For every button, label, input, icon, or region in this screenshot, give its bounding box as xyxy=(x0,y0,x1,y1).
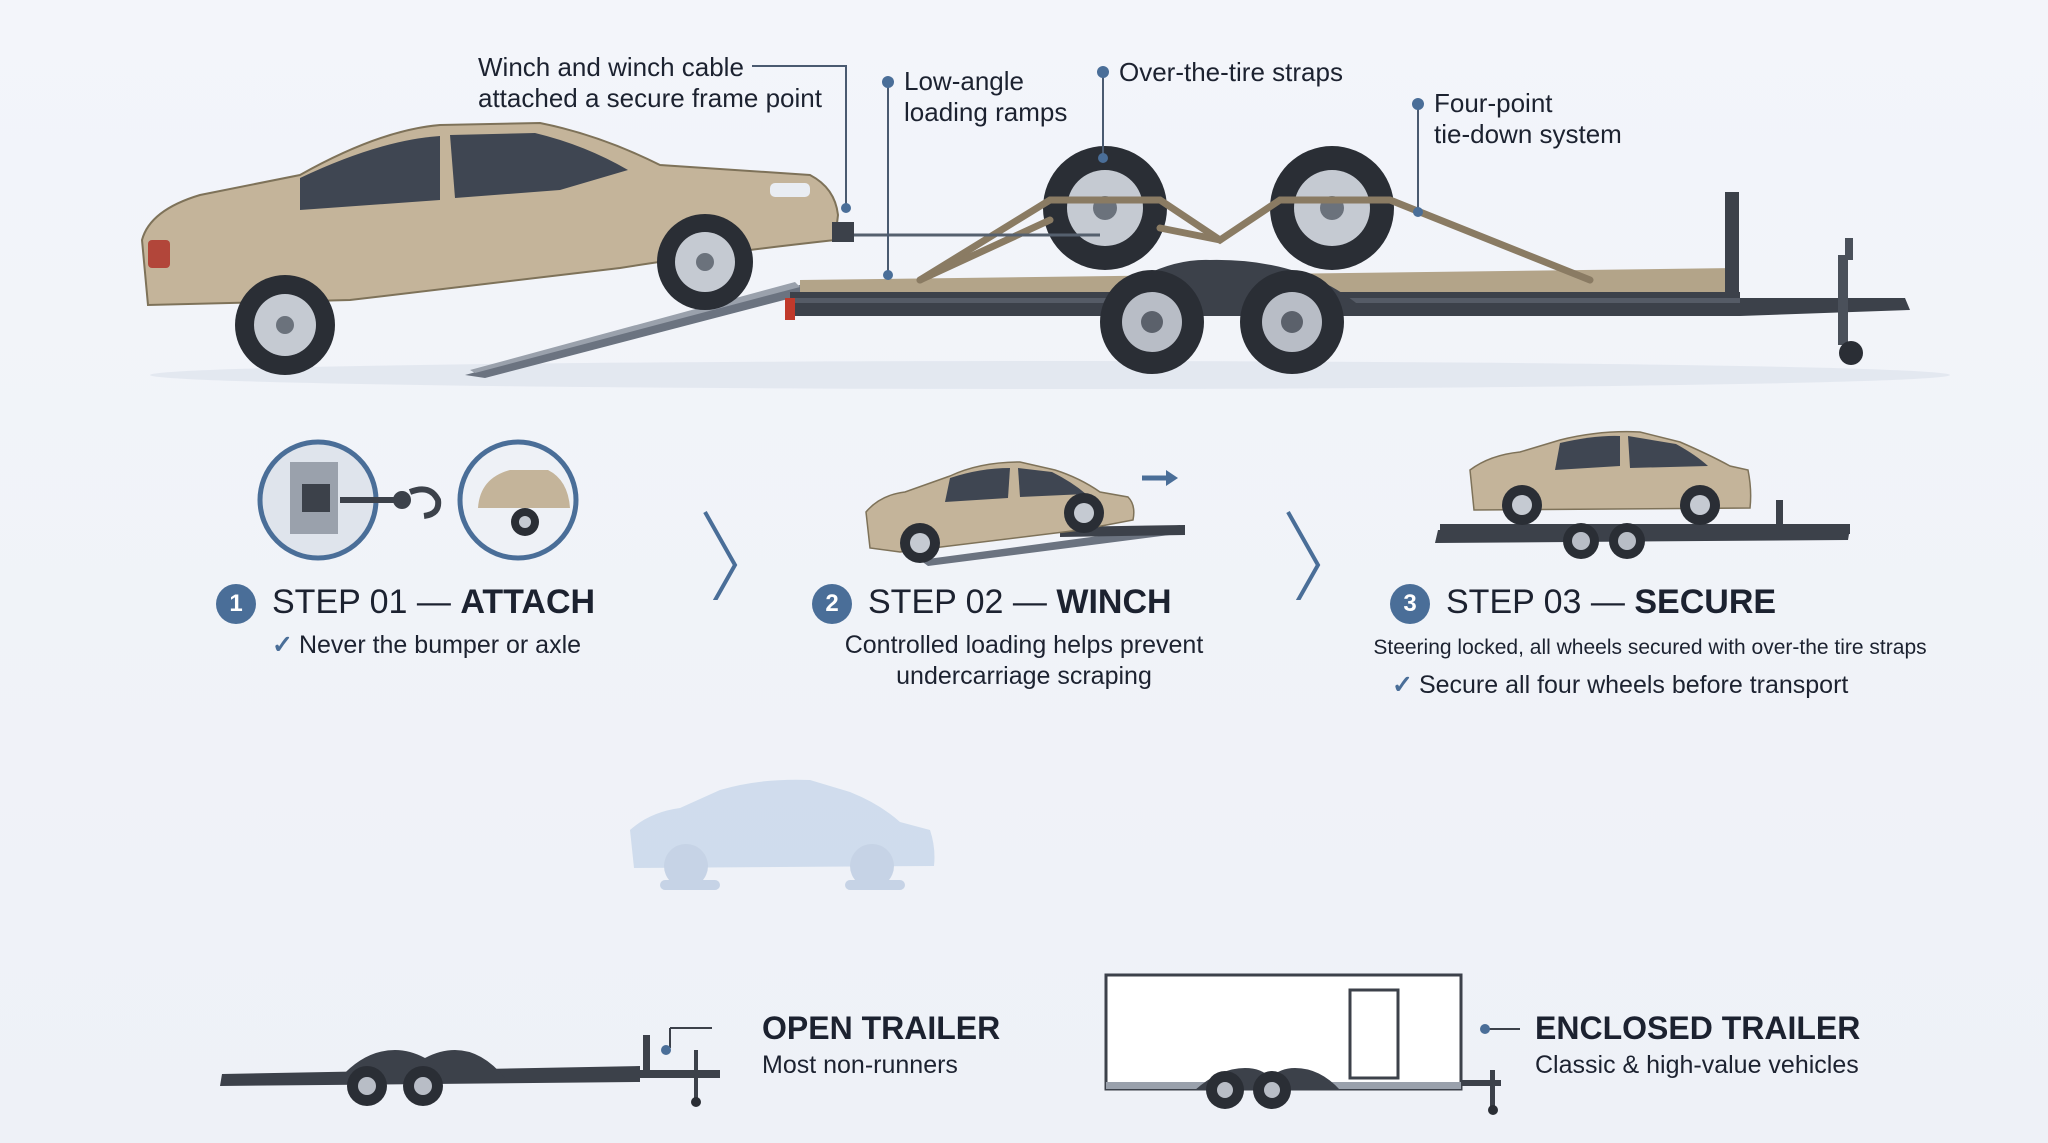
callout-straps: Over-the-tire straps xyxy=(1119,57,1343,87)
open-trailer-subtitle: Most non-runners xyxy=(762,1051,958,1079)
step-number-badge: 1 xyxy=(216,584,256,625)
enclosed-trailer-icon xyxy=(1104,973,1501,1115)
callout-ramps: Low-angle loading ramps xyxy=(904,66,1068,127)
enclosed-trailer-subtitle: Classic & high-value vehicles xyxy=(1535,1051,1859,1079)
tie-down-straps xyxy=(916,196,1594,284)
check-icon: ✓ xyxy=(1392,671,1413,699)
trailer-wheel xyxy=(1100,270,1204,374)
step-2-description: Controlled loading helps prevent underca… xyxy=(844,631,1204,690)
arrow-right-icon xyxy=(1142,470,1178,486)
step-3-note: ✓Secure all four wheels before transport xyxy=(1392,671,1849,699)
hook-icon xyxy=(340,486,442,519)
faded-car-illustration xyxy=(630,779,935,890)
callout-tiedown: Four-point tie-down system xyxy=(1434,88,1622,149)
step-number-badge: 2 xyxy=(812,584,852,625)
step-1-note: ✓Never the bumper or axle xyxy=(272,631,582,659)
sedan-car xyxy=(140,121,840,375)
step-number-badge: 3 xyxy=(1390,584,1430,625)
trailer-wheel xyxy=(1240,270,1344,374)
winch-icon xyxy=(257,439,379,561)
enclosed-trailer-title: ENCLOSED TRAILER xyxy=(1535,1010,1861,1046)
check-icon: ✓ xyxy=(272,631,293,659)
open-trailer-icon xyxy=(220,1035,720,1107)
hero-illustration xyxy=(140,65,1950,389)
steps-illustration xyxy=(257,430,1850,600)
callout-winch: Winch and winch cable attached a secure … xyxy=(478,52,822,113)
main-trailer xyxy=(785,192,1910,374)
strapped-wheel xyxy=(1043,146,1167,270)
open-trailer-title: OPEN TRAILER xyxy=(762,1010,1001,1046)
car-on-trailer xyxy=(1435,430,1850,559)
car-rear-icon xyxy=(457,439,579,561)
chevron-right-icon xyxy=(703,511,738,600)
strapped-wheel xyxy=(1270,146,1394,270)
step-3-description: Steering locked, all wheels secured with… xyxy=(1373,636,1927,659)
chevron-right-icon xyxy=(1286,511,1321,600)
car-on-ramp xyxy=(865,461,1185,566)
